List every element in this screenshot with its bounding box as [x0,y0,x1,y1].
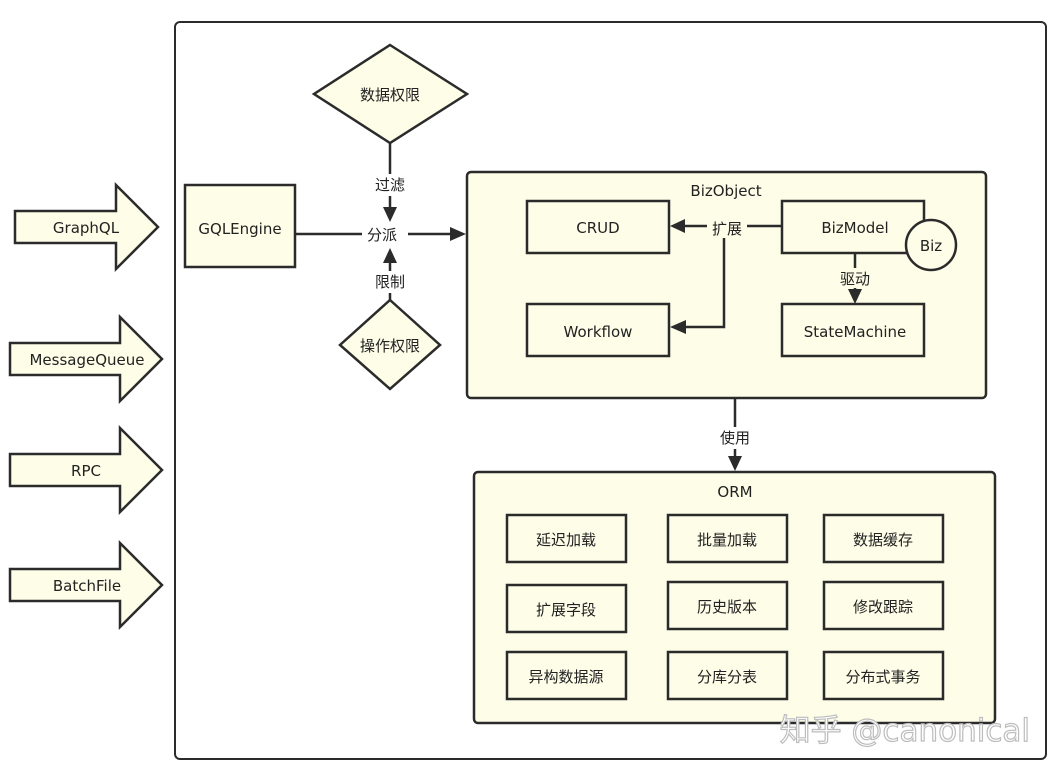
operation-permission-node: 操作权限 [338,298,442,391]
edge-label-extend: 扩展 [712,220,742,238]
orm-title: ORM [717,483,752,501]
edge-label-restrict: 限制 [375,273,405,291]
orm-item-change-tracking: 修改跟踪 [822,580,945,631]
edge-dispatch: 分派 [295,225,466,245]
bizmodel-label: BizModel [821,219,888,237]
edge-label-use: 使用 [720,429,750,447]
edge-use: 使用 [713,398,757,471]
workflow-node: Workflow [525,302,671,358]
gqlengine-node: GQLEngine [183,183,297,269]
input-arrow-label: GraphQL [53,219,120,237]
orm-item-batch-loading: 批量加载 [666,513,789,564]
orm-item-data-cache: 数据缓存 [822,513,945,564]
input-arrow-messagequeue: MessageQueue [8,313,164,405]
edge-label-filter: 过滤 [375,176,405,194]
edge-drive: 驱动 [834,253,878,304]
orm-item-label: 数据缓存 [853,531,913,549]
edge-label-dispatch: 分派 [367,226,397,244]
input-arrow-label: MessageQueue [29,351,144,369]
crud-label: CRUD [576,219,619,237]
orm-item-distributed-transaction: 分布式事务 [822,650,945,701]
input-arrow-label: RPC [71,462,101,480]
orm-item-sharding: 分库分表 [666,650,789,701]
workflow-label: Workflow [564,323,633,341]
statemachine-node: StateMachine [780,302,926,358]
orm-item-extended-fields: 扩展字段 [505,583,628,634]
orm-item-label: 扩展字段 [536,601,596,619]
biz-label: Biz [920,237,942,255]
orm-item-history-version: 历史版本 [666,580,789,631]
orm-item-lazy-loading: 延迟加载 [505,513,628,564]
watermark: 知乎 @canonical [780,713,1030,749]
input-arrow-graphql: GraphQL [13,181,160,273]
orm-item-label: 分布式事务 [845,668,920,686]
operation-permission-label: 操作权限 [360,337,420,355]
input-arrow-rpc: RPC [8,424,164,516]
bizobject-title: BizObject [690,182,761,200]
gqlengine-label: GQLEngine [198,220,281,238]
orm-item-heterogeneous-datasource: 异构数据源 [505,650,628,701]
orm-item-label: 异构数据源 [528,668,603,686]
orm-item-label: 分库分表 [697,668,757,686]
crud-node: CRUD [525,199,671,255]
orm-item-label: 修改跟踪 [853,598,913,616]
orm-item-label: 延迟加载 [536,531,596,549]
bizmodel-node: BizModel [780,199,926,255]
input-arrow-batchfile: BatchFile [8,539,164,631]
orm-item-label: 历史版本 [697,598,757,616]
statemachine-label: StateMachine [804,323,907,341]
orm-item-label: 批量加载 [697,531,757,549]
input-arrow-label: BatchFile [53,577,121,595]
edge-extend: 扩展 [670,218,782,334]
biz-node: Biz [904,218,958,272]
data-permission-label: 数据权限 [360,86,420,104]
edge-filter: 过滤 [368,143,412,222]
edge-label-drive: 驱动 [840,270,870,288]
edge-restrict: 限制 [368,248,412,300]
